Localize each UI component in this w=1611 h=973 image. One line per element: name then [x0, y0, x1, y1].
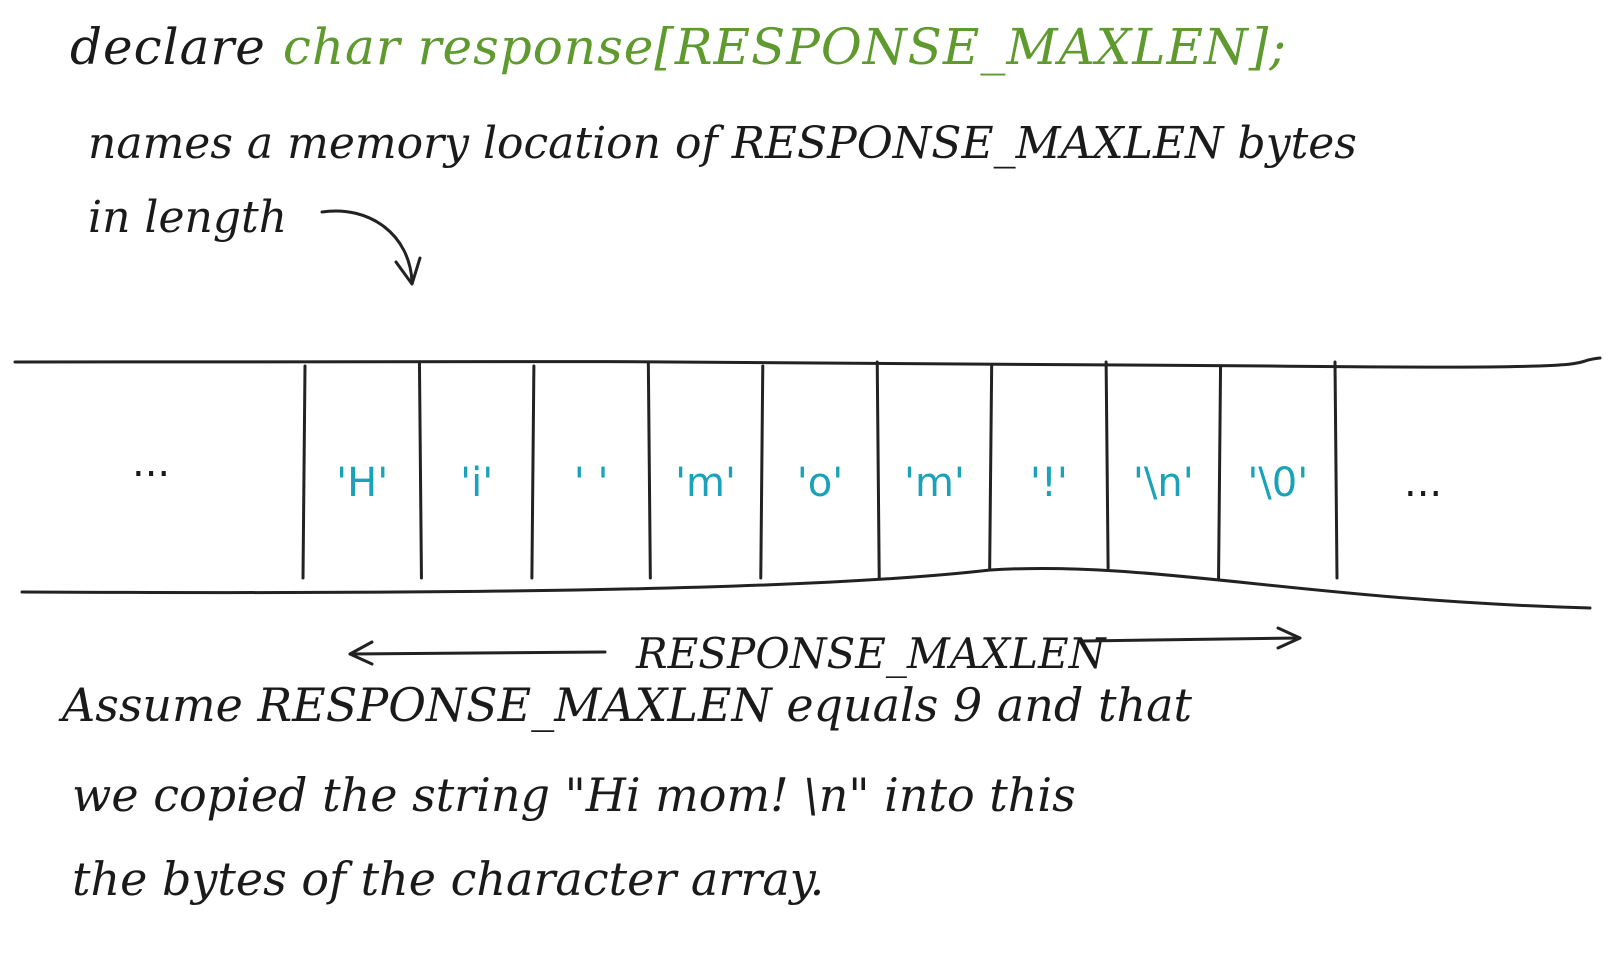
cell-divider — [1104, 360, 1110, 570]
cell-value: '\n' — [1133, 460, 1194, 506]
cell-value: 'H' — [336, 460, 388, 506]
pointer-arrow — [320, 209, 414, 284]
cell-value: '!' — [1030, 460, 1068, 506]
dimension-label: RESPONSE_MAXLEN — [635, 629, 1107, 678]
cell-value: 'm' — [675, 460, 736, 506]
declaration-line: declare char response[RESPONSE_MAXLEN]; — [70, 18, 1287, 76]
cell-divider — [417, 360, 423, 580]
cell-divider — [530, 364, 536, 580]
code-declaration: char response[RESPONSE_MAXLEN]; — [282, 18, 1288, 76]
dimension-arrowhead-right — [1276, 626, 1302, 650]
explanation-line-1: Assume RESPONSE_MAXLEN equals 9 and that — [62, 678, 1193, 732]
cell-divider — [759, 364, 765, 580]
explanation-line-2: we copied the string "Hi mom! \n" into t… — [72, 768, 1076, 822]
cell-divider — [1217, 364, 1223, 580]
pointer-arrowhead — [394, 256, 422, 286]
leading-ellipsis: ... — [132, 440, 170, 486]
explanation-line-3: the bytes of the character array. — [72, 852, 825, 906]
cell-value: 'm' — [904, 460, 965, 506]
cell-divider — [988, 364, 994, 570]
description-line-2: in length — [88, 192, 288, 243]
cell-divider — [646, 360, 652, 580]
array-top-border — [13, 356, 1602, 369]
dimension-arrow-left — [348, 650, 607, 656]
cell-value: ' ' — [574, 460, 609, 506]
dimension-arrow-right — [1082, 636, 1302, 643]
cell-value: '\0' — [1247, 460, 1308, 506]
cell-divider — [875, 360, 881, 580]
cell-value: 'o' — [797, 460, 843, 506]
description-line-1: names a memory location of RESPONSE_MAXL… — [88, 118, 1357, 169]
declare-word: declare — [70, 18, 266, 76]
array-cells: 'H' 'i' ' ' 'm' 'o' 'm' '!' '\n' '\0' — [301, 360, 1339, 580]
cell-divider — [1333, 360, 1339, 580]
cell-divider — [301, 364, 307, 580]
trailing-ellipsis: ... — [1404, 460, 1442, 506]
cell-value: 'i' — [460, 460, 493, 506]
dimension-arrowhead-left — [348, 640, 374, 666]
array-bottom-border — [20, 566, 1592, 610]
